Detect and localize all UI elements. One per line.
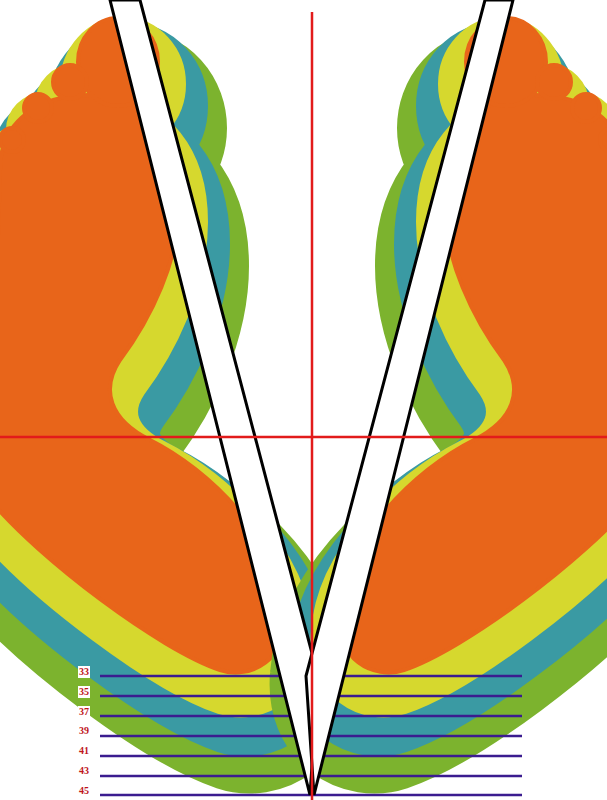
red-axes [0,12,607,800]
size-number: 35 [78,686,90,698]
size-number: 37 [78,706,90,718]
size-number: 41 [78,745,90,757]
size-number: 39 [78,725,90,737]
size-number: 33 [78,666,90,678]
size-number: 45 [78,785,90,797]
size-number: 43 [78,765,90,777]
